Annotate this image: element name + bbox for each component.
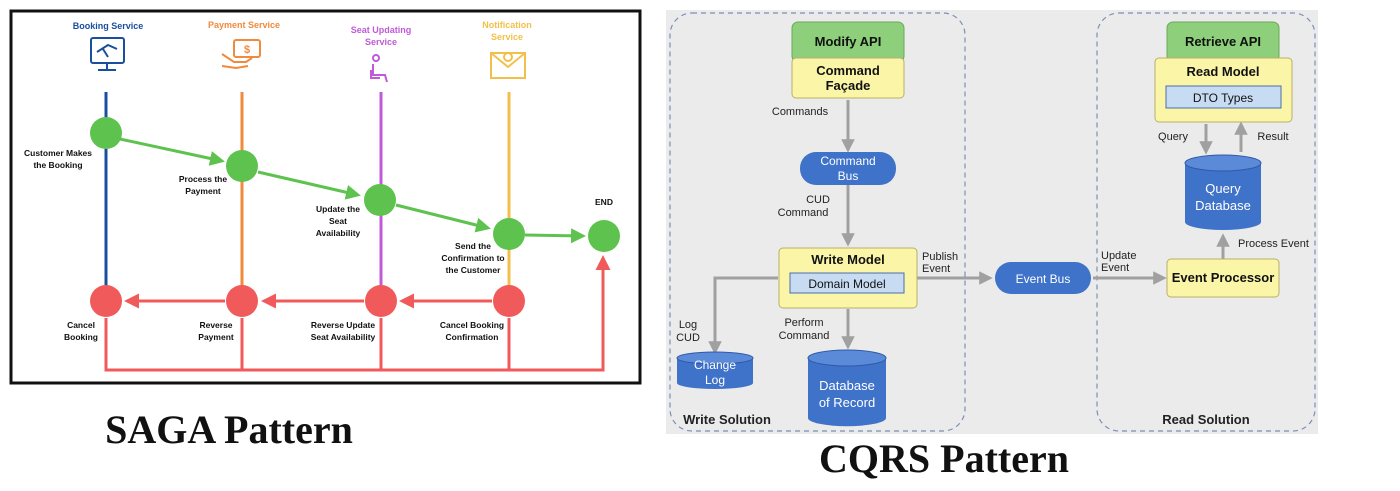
service-heading-booking: Booking Service [73,21,144,31]
compensation-label-4-line1: Cancel Booking [440,320,504,330]
step-node-booking [90,117,122,149]
end-label: END [595,197,613,207]
perform-command-line2: Command [779,330,830,342]
retrieve-api-label: Retrieve API [1185,34,1261,49]
cud-command-line2: Command [778,207,829,219]
step-label-1-line1: Customer Makes [24,148,92,158]
compensation-label-3-line2: Seat Availability [311,332,376,342]
database-of-record-cylinder [807,349,887,427]
step-node-notification [493,218,525,250]
command-facade-line1: Command [816,63,880,78]
compensation-node-seat [365,285,397,317]
step-label-4-line2: Confirmation to [441,253,504,263]
database-of-record-line1: Database [819,378,875,393]
flow-arrow-4 [524,228,586,244]
compensation-label-4-line2: Confirmation [446,332,499,342]
publish-event-line2: Event [922,263,950,275]
compensation-label-1-line1: Cancel [67,320,95,330]
step-label-3-line1: Update the [316,204,360,214]
compensation-label-2-line1: Reverse [199,320,232,330]
command-bus-box [800,152,896,185]
database-of-record-line2: of Record [819,395,875,410]
compensation-node-payment [226,285,258,317]
query-label: Query [1158,131,1188,143]
saga-title: SAGA Pattern [105,407,353,452]
change-log-cylinder [676,351,754,389]
flow-arrow-1 [119,137,225,166]
command-bus-line1: Command [820,154,875,168]
flow-arrow-2 [257,170,361,200]
seat-icon [370,54,388,83]
commands-label: Commands [772,106,829,118]
service-heading-seat: Seat Updating [351,25,412,35]
query-database-line2: Database [1195,198,1251,213]
compensation-label-1-line2: Booking [64,332,98,342]
command-facade-box [791,57,905,99]
end-node [588,220,620,252]
step-label-2-line2: Payment [185,186,221,196]
step-label-2-line1: Process the [179,174,227,184]
service-heading-seat-line2: Service [365,37,397,47]
read-solution-boundary [1096,12,1316,432]
payment-card-icon: $ [221,39,261,70]
log-cud-line1: Log [679,319,697,331]
cqrs-diagram: Modify API Command Façade Commands Comma… [666,10,1318,481]
computer-icon [90,37,125,71]
query-database-cylinder [1184,154,1262,230]
flow-arrow-3 [395,203,491,233]
read-solution-label: Read Solution [1162,412,1249,427]
perform-command-line1: Perform [784,317,823,329]
update-event-line1: Update [1101,250,1136,262]
compensation-label-3-line1: Reverse Update [311,320,376,330]
compensation-node-notification [493,285,525,317]
read-model-label: Read Model [1187,64,1260,79]
dto-types-box [1165,85,1282,109]
step-label-1-line2: the Booking [33,160,82,170]
domain-model-box [789,272,905,294]
step-label-3-line3: Availability [316,228,361,238]
envelope-icon [490,52,526,79]
event-processor-label: Event Processor [1172,270,1275,285]
arrow-write-model-to-change-log [708,276,778,355]
compensation-label-2-line2: Payment [198,332,234,342]
process-event-label: Process Event [1238,238,1309,250]
write-solution-label: Write Solution [683,412,771,427]
compensation-node-booking [90,285,122,317]
domain-model-label: Domain Model [808,277,885,291]
log-cud-line2: CUD [676,332,700,344]
saga-frame [9,9,642,385]
command-facade-line2: Façade [826,78,871,93]
event-bus-label: Event Bus [1016,272,1071,286]
event-bus-box [995,262,1091,294]
change-log-line1: Change [694,358,736,372]
step-node-payment [226,150,258,182]
service-heading-notification-line2: Service [491,32,523,42]
step-label-4-line1: Send the [455,241,491,251]
return-to-end-line [104,255,611,372]
query-database-line1: Query [1205,181,1241,196]
modify-api-label: Modify API [815,34,882,49]
write-model-label: Write Model [811,252,884,267]
update-event-line2: Event [1101,262,1129,274]
write-solution-boundary [669,12,966,432]
result-label: Result [1257,131,1288,143]
svg-text:$: $ [244,44,250,56]
service-heading-notification: Notification [482,20,532,30]
change-log-line2: Log [705,373,725,387]
step-label-4-line3: the Customer [446,265,501,275]
service-heading-payment: Payment Service [208,20,280,30]
publish-event-line1: Publish [922,251,958,263]
event-processor-box [1166,258,1280,298]
dto-types-label: DTO Types [1193,91,1253,105]
saga-diagram: Booking Service Payment Service Seat Upd… [9,9,642,452]
command-bus-line2: Bus [838,169,859,183]
step-node-seat [364,184,396,216]
cud-command-line1: CUD [806,194,830,206]
step-label-3-line2: Seat [329,216,347,226]
cqrs-title: CQRS Pattern [819,436,1069,481]
